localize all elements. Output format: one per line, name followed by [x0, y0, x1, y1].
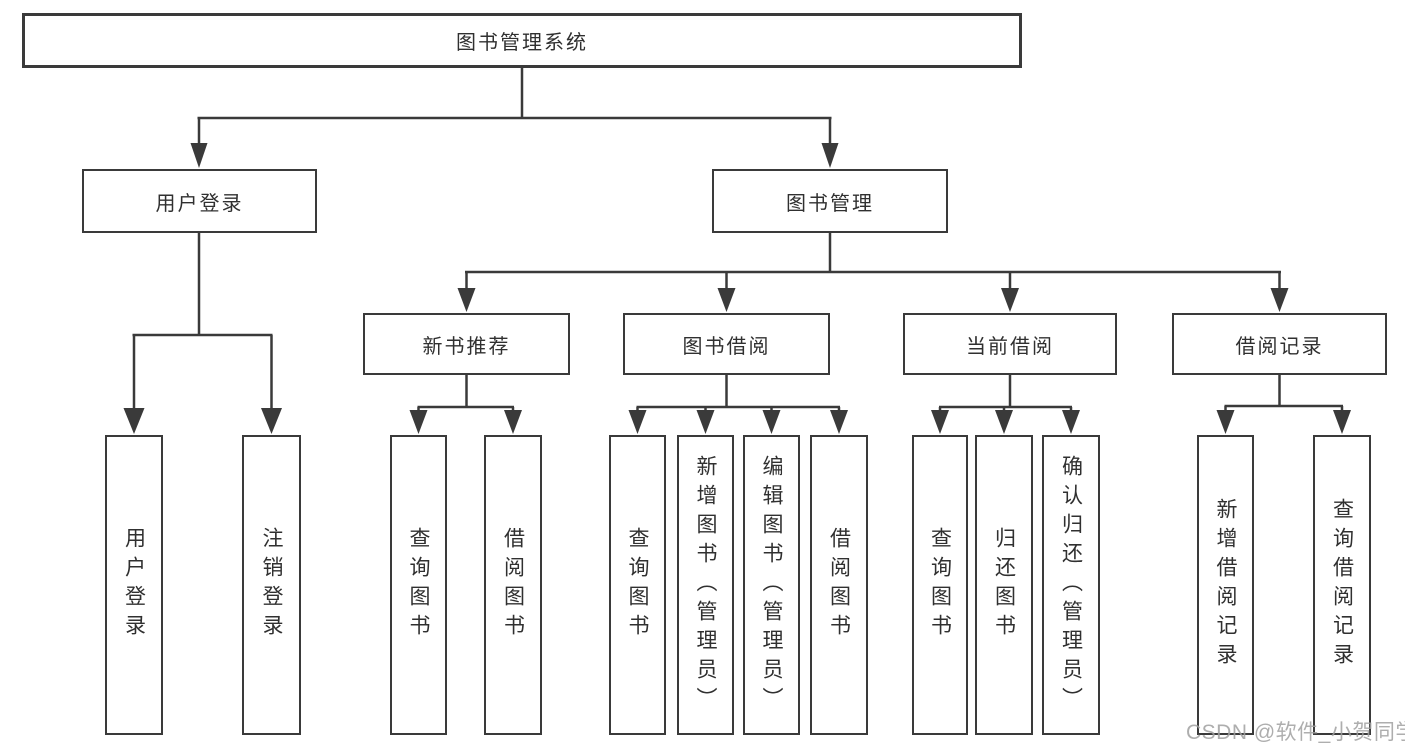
node-root: 图书管理系统	[22, 13, 1022, 68]
leaf-label: 查询借阅记录	[1330, 498, 1354, 672]
leaf-label: 查询图书	[626, 527, 649, 643]
leaf-return-books: 归还图书	[975, 435, 1033, 735]
leaf-logout: 注销登录	[242, 435, 301, 735]
node-borrowing-records: 借阅记录	[1172, 313, 1387, 375]
watermark: CSDN @软件_小贺同学	[1186, 721, 1405, 744]
node-current-borrowing: 当前借阅	[903, 313, 1117, 375]
leaf-query-books-borrow: 查询图书	[609, 435, 666, 735]
leaf-label: 查询图书	[407, 527, 430, 643]
node-book-management: 图书管理	[712, 169, 948, 233]
leaf-query-borrow-record: 查询借阅记录	[1313, 435, 1371, 735]
leaf-add-book-admin: 新增图书（管理员）	[677, 435, 734, 735]
leaf-query-books-recommend: 查询图书	[390, 435, 447, 735]
leaf-label: 归还图书	[992, 527, 1016, 643]
leaf-user-login: 用户登录	[105, 435, 163, 735]
leaf-label: 编辑图书（管理员）	[760, 454, 783, 716]
leaf-add-borrow-record: 新增借阅记录	[1197, 435, 1254, 735]
node-user-login: 用户登录	[82, 169, 317, 233]
leaf-confirm-return-admin: 确认归还（管理员）	[1042, 435, 1100, 735]
leaf-label: 确认归还（管理员）	[1059, 454, 1083, 716]
leaf-label: 借阅图书	[827, 527, 851, 643]
leaf-label: 新增图书（管理员）	[694, 454, 717, 716]
leaf-label: 查询图书	[928, 527, 952, 643]
node-new-book-recommend: 新书推荐	[363, 313, 570, 375]
leaf-label: 注销登录	[260, 527, 283, 643]
leaf-query-books-current: 查询图书	[912, 435, 968, 735]
node-book-borrowing: 图书借阅	[623, 313, 830, 375]
leaf-borrow-books: 借阅图书	[810, 435, 868, 735]
leaf-borrow-books-recommend: 借阅图书	[484, 435, 542, 735]
leaf-label: 用户登录	[122, 527, 146, 643]
leaf-edit-book-admin: 编辑图书（管理员）	[743, 435, 800, 735]
leaf-label: 新增借阅记录	[1214, 498, 1237, 672]
leaf-label: 借阅图书	[501, 527, 525, 643]
